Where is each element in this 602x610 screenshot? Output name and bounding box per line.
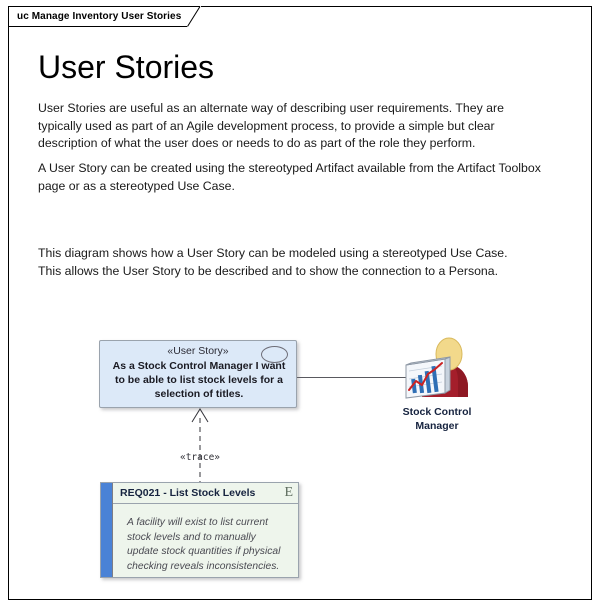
- requirement-element-icon: E: [284, 485, 293, 500]
- diagram-title-tab-body: uc Manage Inventory User Stories: [8, 6, 188, 27]
- usecase-stereotype-label: «User Story»: [167, 345, 229, 357]
- persona-label: Stock Control Manager: [402, 406, 472, 432]
- intro-paragraph-3: This diagram shows how a User Story can …: [38, 246, 508, 278]
- requirement-description: A facility will exist to list current st…: [127, 517, 281, 572]
- requirement-notes: A facility will exist to list current st…: [113, 504, 298, 574]
- requirement-body-container: REQ021 - List Stock Levels E A facility …: [113, 483, 298, 577]
- usecase-node-user-story[interactable]: «User Story» As a Stock Control Manager …: [99, 340, 297, 408]
- usecase-ellipse-icon: [261, 346, 288, 363]
- page-title: User Stories: [38, 49, 215, 85]
- diagram-frame: [8, 6, 592, 600]
- trace-connector: [178, 408, 222, 486]
- requirement-header: REQ021 - List Stock Levels E: [113, 483, 298, 504]
- usecase-name-label: As a Stock Control Manager I want to be …: [112, 360, 286, 400]
- intro-paragraph-1: User Stories are useful as an alternate …: [38, 101, 504, 150]
- requirement-title-label: REQ021 - List Stock Levels: [120, 487, 256, 499]
- intro-paragraph-2: A User Story can be created using the st…: [38, 161, 541, 193]
- requirement-accent-bar: [101, 483, 113, 577]
- association-connector: [297, 377, 419, 378]
- diagram-title-tab-slant: [187, 6, 201, 27]
- diagram-title-label: uc Manage Inventory User Stories: [17, 11, 182, 22]
- diagram-title-tab: uc Manage Inventory User Stories: [8, 6, 202, 27]
- requirement-node-req021[interactable]: REQ021 - List Stock Levels E A facility …: [100, 482, 299, 578]
- persona-figure-icon: [398, 335, 476, 405]
- trace-connector-label: «trace»: [179, 452, 221, 463]
- persona-stock-control-manager[interactable]: Stock Control Manager: [398, 335, 476, 440]
